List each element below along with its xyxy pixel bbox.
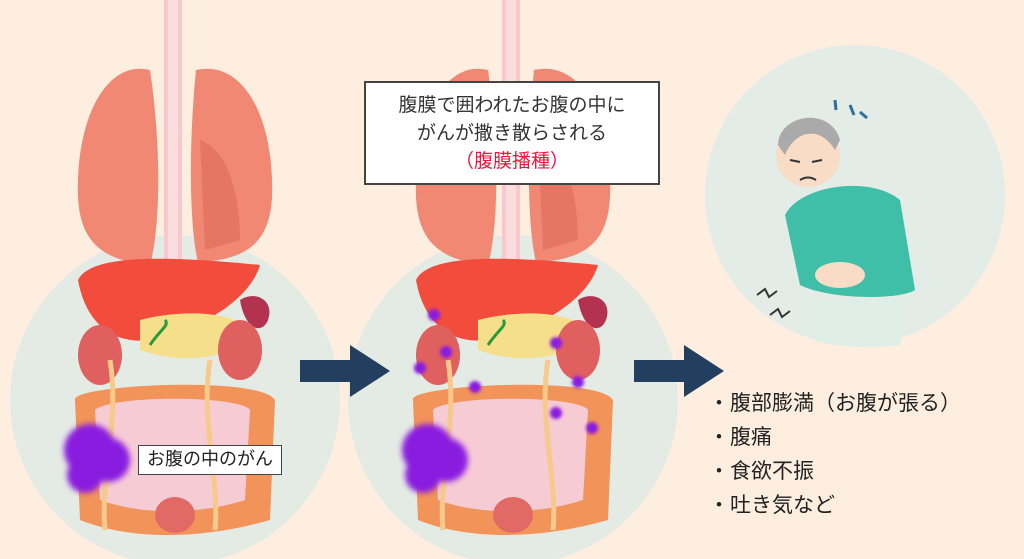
symptom-text: 腹部膨満（お腹が張る） [730,391,961,415]
anatomy-before [10,0,340,559]
bullet: ・ [708,391,730,415]
primary-tumor [64,424,130,493]
callout-highlight: （腹膜播種） [454,150,569,172]
symptom-text: 腹痛 [730,425,772,449]
callout-line-2: がんが撒き散らされる [416,122,607,144]
symptom-text: 吐き気など [730,493,835,517]
bullet: ・ [708,425,730,449]
symptom-item: ・腹痛 [708,420,961,454]
peritoneal-dissemination-callout: 腹膜で囲われたお腹の中に がんが撒き散らされる （腹膜播種） [364,81,660,185]
symptom-text: 食欲不振 [730,459,814,483]
bullet: ・ [708,493,730,517]
anatomy-after [348,0,678,559]
callout-line-1: 腹膜で囲われたお腹の中に [398,94,626,116]
disseminated-cancer-spots [414,309,598,434]
symptom-item: ・食欲不振 [708,454,961,488]
symptom-item: ・腹部膨満（お腹が張る） [708,386,962,420]
patient-illustration [705,45,1005,347]
tumor-label: お腹の中のがん [138,445,282,475]
arrow-right-icon [634,345,724,397]
arrow-right-icon [300,345,390,397]
symptom-item: ・吐き気など [708,488,961,522]
symptom-list: ・腹部膨満（お腹が張る） ・腹痛 ・食欲不振 ・吐き気など [708,386,962,522]
primary-tumor [402,424,468,493]
bullet: ・ [708,459,730,483]
